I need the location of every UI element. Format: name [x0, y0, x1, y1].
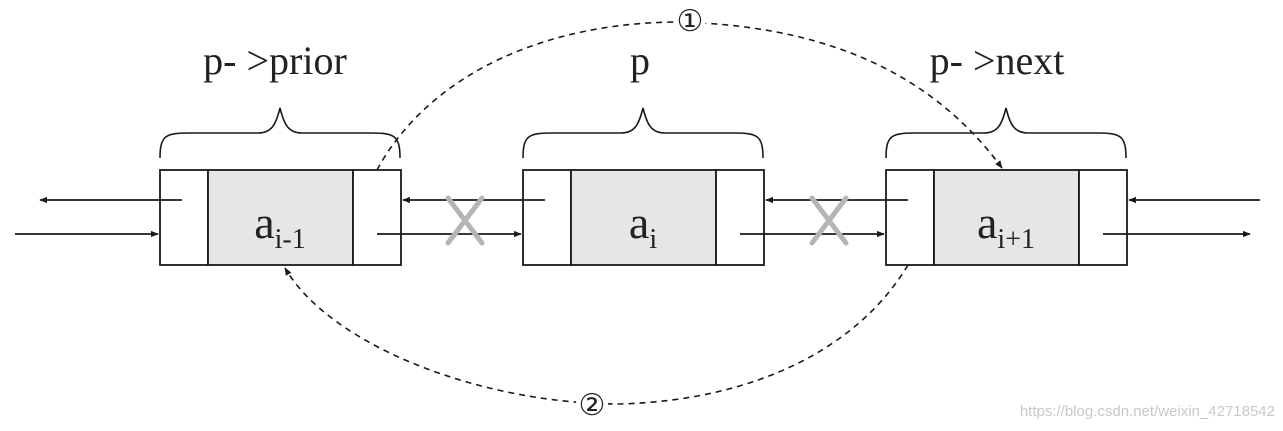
- node-next-pointer-field: [352, 169, 402, 266]
- node-data-field: [207, 169, 354, 266]
- label-prior: p- >prior: [203, 38, 347, 83]
- node-label-a-i-minus-1: ai-1: [254, 197, 306, 255]
- step-marker-2: ②: [576, 388, 608, 422]
- node-a-i-plus-1: [885, 169, 1128, 266]
- cross-mark-right: [809, 195, 849, 246]
- step-1-label: ①: [677, 5, 704, 38]
- node-next-pointer-field: [715, 169, 765, 266]
- node-prior-pointer-field: [885, 169, 935, 266]
- node-prior-pointer-field: [159, 169, 209, 266]
- label-next: p- >next: [930, 38, 1065, 83]
- label-p: p: [630, 38, 650, 83]
- node-prior-pointer-field: [522, 169, 572, 266]
- node-next-pointer-field: [1078, 169, 1128, 266]
- node-label-a-i: ai: [629, 197, 657, 255]
- step-marker-1: ①: [674, 4, 706, 38]
- cross-mark-left: [445, 195, 485, 246]
- brace-next: [885, 107, 1127, 159]
- brace-p: [522, 107, 764, 159]
- dashed-arc-step-2: [284, 264, 909, 405]
- step-2-label: ②: [579, 389, 606, 422]
- node-data-field: [570, 169, 717, 266]
- dashed-arc-step-1: [376, 21, 1003, 171]
- watermark: https://blog.csdn.net/weixin_42718542: [1020, 403, 1275, 420]
- brace-prior: [159, 107, 401, 159]
- node-a-i: [522, 169, 765, 266]
- node-label-a-i-plus-1: ai+1: [977, 197, 1035, 255]
- node-data-field: [933, 169, 1080, 266]
